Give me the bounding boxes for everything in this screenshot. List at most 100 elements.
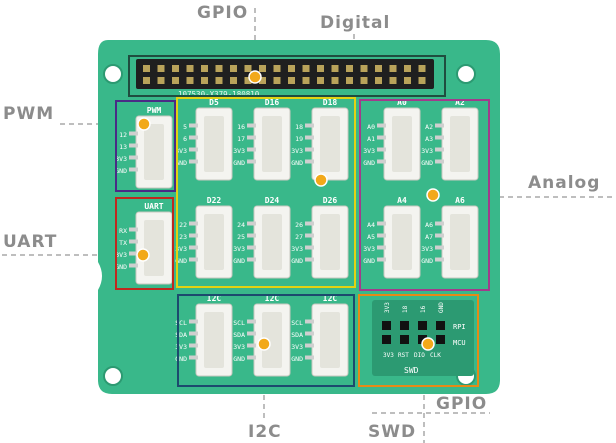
connector-pin-label: 3V3: [421, 245, 433, 253]
swd-mcu-label: MCU: [453, 339, 466, 347]
connector-title: D16: [265, 98, 280, 107]
swd-pad: [400, 321, 409, 330]
connector-pin-label: 6: [183, 135, 187, 143]
connector-pin: [435, 257, 444, 262]
connector-cavity: [204, 116, 224, 172]
analog-label: Analog: [528, 173, 601, 193]
connector-cavity: [450, 116, 470, 172]
gpio-pin: [259, 77, 266, 84]
connector-cavity: [262, 116, 282, 172]
uart-marker-dot: [136, 248, 150, 262]
gpio-marker-dot: [248, 70, 262, 84]
connector-pin: [435, 221, 444, 226]
connector-pin: [377, 123, 386, 128]
swd-rpi-label: RPI: [453, 323, 466, 331]
gpio-pin: [360, 77, 368, 84]
gpio-pin: [317, 65, 324, 72]
swd-top-pin-4: GND: [438, 302, 445, 313]
swd-label: SWD: [368, 422, 417, 442]
connector-pin-label: 3V3: [291, 343, 303, 351]
connector-pin-label: GND: [233, 159, 245, 167]
board-notch: [92, 272, 100, 292]
swd-pad: [382, 335, 391, 344]
connector-pin: [189, 233, 198, 238]
grove-connectors: PWM12133V3GNDUARTRXTX3V3GNDD5563V3GNDD16…: [115, 98, 479, 377]
connector-pin-label: 26: [295, 221, 303, 229]
pwm-label: PWM: [3, 104, 55, 124]
connector-cavity: [204, 312, 224, 368]
connector-pin-label: 24: [237, 221, 245, 229]
connector-title: D18: [323, 98, 338, 107]
connector-pin-label: SDA: [233, 331, 245, 339]
gpio-pin: [244, 65, 252, 72]
swd-pad: [382, 321, 391, 330]
connector-pin-label: 23: [179, 233, 187, 241]
connector-pin: [305, 159, 314, 164]
connector-cavity: [144, 220, 164, 276]
connector-title: A0: [397, 98, 407, 107]
gpio-pin: [302, 77, 310, 84]
connector-pin-label: A6: [425, 221, 433, 229]
connector-pin-label: A0: [367, 123, 375, 131]
connector-pin: [247, 233, 256, 238]
connector-pin: [305, 221, 314, 226]
gpio-pin: [215, 77, 223, 84]
connector-pin: [377, 147, 386, 152]
connector-cavity: [262, 214, 282, 270]
connector-pin-label: SCL: [175, 319, 187, 327]
connector-title: A2: [455, 98, 465, 107]
connector-cavity: [320, 312, 340, 368]
connector-pin-label: 3V3: [175, 147, 187, 155]
connector-pin-label: GND: [175, 159, 187, 167]
connector-pin: [247, 135, 256, 140]
connector-pin-label: 25: [237, 233, 245, 241]
i2c-region-box: [177, 294, 355, 387]
connector-pin: [129, 143, 138, 148]
gpio-pin: [375, 65, 382, 72]
connector-pin: [377, 135, 386, 140]
connector-title: A6: [455, 196, 465, 205]
gpio-pin: [331, 77, 339, 84]
connector-pin: [435, 135, 444, 140]
digital-marker-dot: [314, 173, 328, 187]
swd-top-pin-3: 16: [420, 305, 427, 313]
connector-pin-label: GND: [115, 263, 127, 271]
connector-pin: [189, 159, 198, 164]
connector-pin-label: 16: [237, 123, 245, 131]
connector-cavity: [204, 214, 224, 270]
swd-pad: [418, 321, 427, 330]
mounting-hole: [456, 64, 476, 84]
connector-title: I2C: [265, 294, 280, 303]
connector-pin: [435, 123, 444, 128]
connector-pin: [305, 355, 314, 360]
connector-title: D26: [323, 196, 338, 205]
gpio-pin: [230, 77, 237, 84]
gpio-pin: [215, 65, 223, 72]
gpio-pin: [273, 65, 281, 72]
connector-title: I2C: [323, 294, 338, 303]
gpio-pin: [404, 77, 411, 84]
i2c-label: I2C: [248, 422, 282, 442]
connector-pin: [129, 131, 138, 136]
connector-pin: [305, 233, 314, 238]
connector-pin-label: A4: [367, 221, 375, 229]
swd-bottom-pin-4: CLK: [430, 352, 441, 359]
connector-pin-label: GND: [363, 159, 375, 167]
connector-pin: [189, 123, 198, 128]
connector-pin: [247, 123, 256, 128]
gpio-top-label: GPIO: [197, 3, 249, 23]
connector-cavity: [320, 116, 340, 172]
connector-title: A4: [397, 196, 407, 205]
connector-pin-label: 5: [183, 123, 187, 131]
gpio-bottom-label: GPIO: [436, 394, 488, 414]
swd-bottom-pin-3: DIO: [414, 352, 425, 359]
connector-pin-label: TX: [119, 239, 127, 247]
connector-cavity: [320, 214, 340, 270]
connector-pin-label: 19: [295, 135, 303, 143]
